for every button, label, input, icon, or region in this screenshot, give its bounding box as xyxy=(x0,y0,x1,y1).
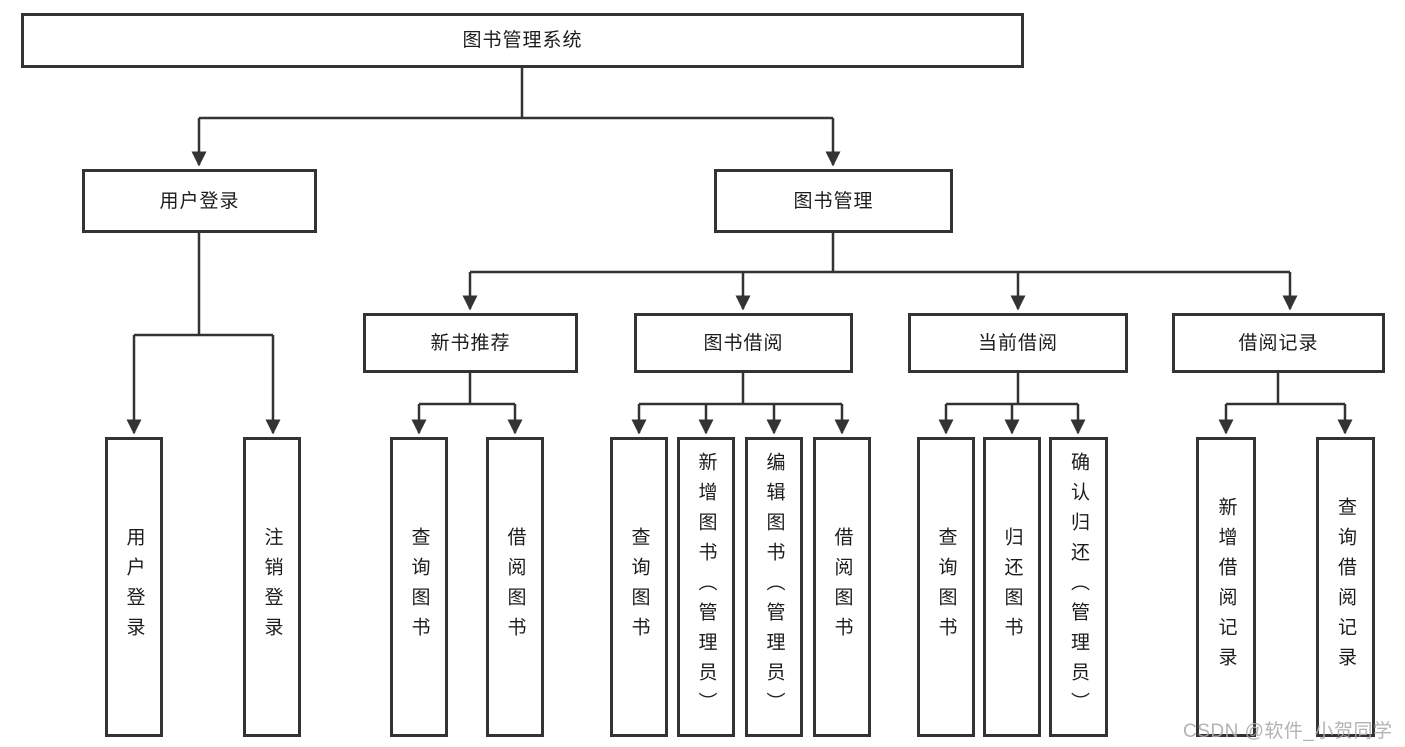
leaf-borrow-book-1: 借阅图书 xyxy=(486,437,544,737)
leaf-add-book-admin: 新增图书（管理员） xyxy=(677,437,735,737)
leaf-add-borrow-record-label: 新增借阅记录 xyxy=(1215,497,1237,677)
leaf-logout: 注销登录 xyxy=(243,437,301,737)
node-root: 图书管理系统 xyxy=(21,13,1024,68)
node-user-login: 用户登录 xyxy=(82,169,317,233)
leaf-user-login-label: 用户登录 xyxy=(123,527,145,647)
node-borrow-record: 借阅记录 xyxy=(1172,313,1385,373)
node-book-borrow: 图书借阅 xyxy=(634,313,853,373)
csdn-watermark: CSDN @软件_小贺同学 xyxy=(1183,721,1393,742)
leaf-query-book-2: 查询图书 xyxy=(610,437,668,737)
leaf-user-login: 用户登录 xyxy=(105,437,163,737)
node-user-login-label: 用户登录 xyxy=(159,190,240,212)
leaf-confirm-return-admin: 确认归还（管理员） xyxy=(1049,437,1108,737)
node-book-management: 图书管理 xyxy=(714,169,953,233)
leaf-add-book-admin-label: 新增图书（管理员） xyxy=(695,452,717,722)
leaf-borrow-book-2-label: 借阅图书 xyxy=(831,527,853,647)
leaf-query-book-3: 查询图书 xyxy=(917,437,975,737)
leaf-logout-label: 注销登录 xyxy=(261,527,283,647)
leaf-query-book-1-label: 查询图书 xyxy=(408,527,430,647)
node-book-borrow-label: 图书借阅 xyxy=(703,332,784,354)
leaf-query-book-3-label: 查询图书 xyxy=(935,527,957,647)
leaf-borrow-book-1-label: 借阅图书 xyxy=(504,527,526,647)
node-borrow-record-label: 借阅记录 xyxy=(1238,332,1319,354)
leaf-query-book-2-label: 查询图书 xyxy=(628,527,650,647)
node-new-book-recommend-label: 新书推荐 xyxy=(430,332,511,354)
leaf-query-borrow-record-label: 查询借阅记录 xyxy=(1335,497,1356,677)
node-book-management-label: 图书管理 xyxy=(793,190,874,212)
leaf-return-book: 归还图书 xyxy=(983,437,1041,737)
node-current-borrow-label: 当前借阅 xyxy=(977,332,1058,354)
node-current-borrow: 当前借阅 xyxy=(908,313,1128,373)
leaf-add-borrow-record: 新增借阅记录 xyxy=(1196,437,1256,737)
leaf-query-borrow-record: 查询借阅记录 xyxy=(1316,437,1375,737)
leaf-borrow-book-2: 借阅图书 xyxy=(813,437,871,737)
leaf-edit-book-admin: 编辑图书（管理员） xyxy=(745,437,803,737)
node-new-book-recommend: 新书推荐 xyxy=(363,313,578,373)
leaf-return-book-label: 归还图书 xyxy=(1001,527,1023,647)
node-root-label: 图书管理系统 xyxy=(462,30,583,51)
leaf-confirm-return-admin-label: 确认归还（管理员） xyxy=(1068,452,1089,722)
leaf-edit-book-admin-label: 编辑图书（管理员） xyxy=(763,452,785,722)
leaf-query-book-1: 查询图书 xyxy=(390,437,448,737)
